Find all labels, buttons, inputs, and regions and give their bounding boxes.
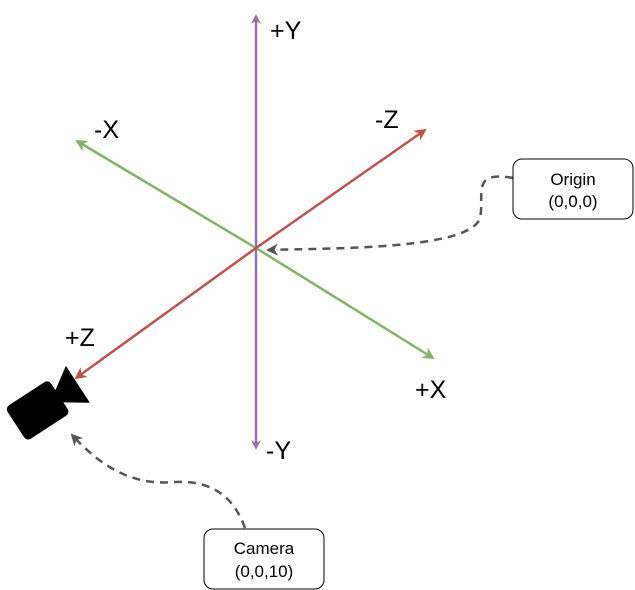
plus-y-label: +Y bbox=[270, 17, 302, 45]
camera-callout-box bbox=[203, 528, 325, 590]
camera-connector bbox=[70, 433, 247, 529]
plus-z-label: +Z bbox=[65, 324, 95, 352]
minus-x-label: -X bbox=[94, 116, 119, 144]
camera-callout-coords: (0,0,10) bbox=[235, 562, 294, 581]
x-axis-line-negative bbox=[75, 139, 257, 250]
camera-callout-title: Camera bbox=[234, 539, 295, 558]
minus-y-label: -Y bbox=[266, 437, 291, 465]
plus-x-label: +X bbox=[415, 376, 447, 404]
origin-connector bbox=[266, 175, 514, 256]
origin-callout-title: Origin bbox=[550, 170, 595, 189]
origin-callout-coords: (0,0,0) bbox=[548, 192, 597, 211]
origin-callout-box bbox=[512, 158, 634, 220]
origin-callout: Origin (0,0,0) bbox=[512, 158, 634, 220]
z-axis-line bbox=[74, 246, 257, 380]
z-axis-line-negative bbox=[255, 128, 427, 250]
video-camera-icon bbox=[6, 365, 90, 440]
minus-z-label: -Z bbox=[375, 106, 399, 134]
camera-callout: Camera (0,0,10) bbox=[203, 528, 325, 590]
x-axis-line bbox=[255, 246, 435, 360]
